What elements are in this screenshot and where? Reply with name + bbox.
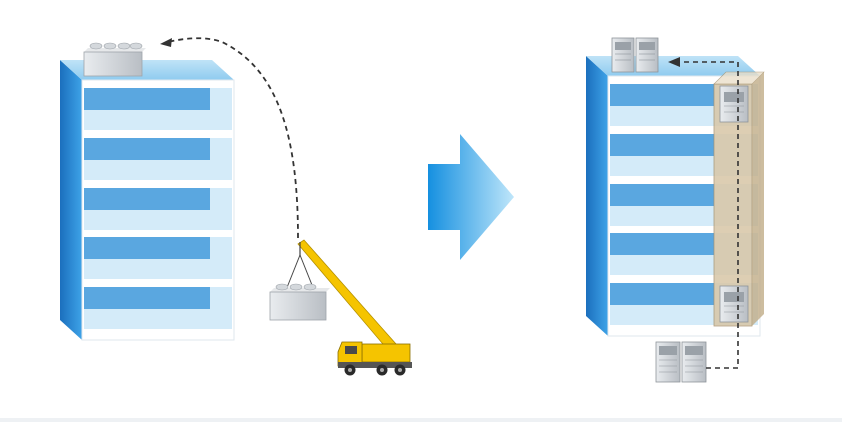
- crane-lift-path: [160, 37, 299, 239]
- left-building: [60, 60, 235, 341]
- transition-arrow: [428, 134, 514, 260]
- right-building-side-wall: [586, 56, 608, 336]
- left-floor-3: [84, 188, 232, 230]
- lift-path-arrowhead: [160, 38, 172, 47]
- shaft-unit-top: [719, 85, 749, 123]
- ground-units: [655, 341, 707, 383]
- crane-truck: [297, 239, 412, 376]
- rooftop-unit-a: [611, 37, 635, 73]
- bottom-rule: [0, 418, 842, 422]
- left-rooftop-unit: [83, 42, 146, 77]
- left-floor-5: [84, 287, 232, 329]
- right-building: [586, 56, 765, 337]
- ground-unit-b: [681, 341, 707, 383]
- right-rooftop-units: [611, 37, 659, 73]
- crane-body: [361, 343, 411, 363]
- ground-unit-a: [655, 341, 681, 383]
- left-floor-1: [84, 88, 232, 130]
- hoisted-unit: [269, 254, 330, 321]
- internal-path-arrowhead: [668, 57, 680, 67]
- left-building-floors: [84, 88, 232, 329]
- rooftop-unit-b: [635, 37, 659, 73]
- shaft-unit-bottom: [719, 285, 749, 323]
- internal-lift-path: [668, 57, 739, 369]
- left-floor-2: [84, 138, 232, 180]
- left-floor-4: [84, 237, 232, 279]
- left-building-side-wall: [60, 60, 82, 340]
